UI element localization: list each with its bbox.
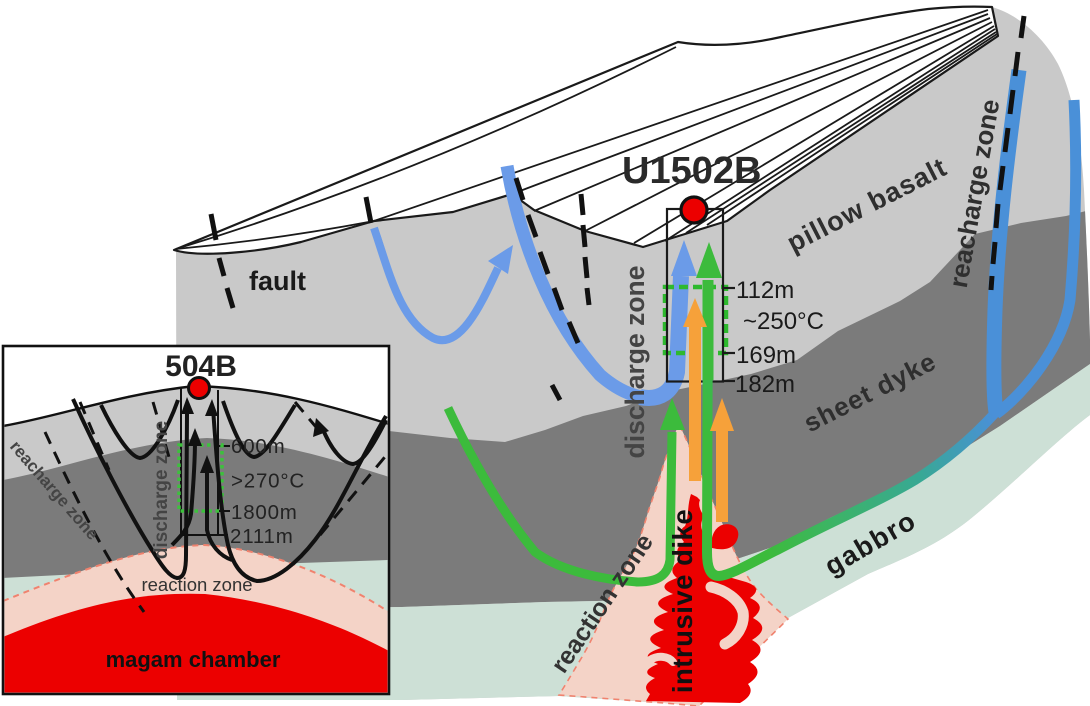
svg-text:discharge zone: discharge zone (620, 266, 650, 459)
svg-text:2111m: 2111m (230, 525, 294, 548)
svg-text:fault: fault (249, 266, 306, 296)
svg-text:112m: 112m (736, 277, 794, 304)
svg-text:reaction zone: reaction zone (141, 574, 252, 595)
svg-text:>270°C: >270°C (231, 470, 305, 493)
svg-text:169m: 169m (736, 342, 796, 369)
svg-text:U1502B: U1502B (622, 150, 761, 192)
svg-text:182m: 182m (735, 371, 795, 398)
svg-text:intrusive dike: intrusive dike (667, 509, 698, 693)
svg-text:magam chamber: magam chamber (106, 647, 281, 672)
svg-text:discharge zone: discharge zone (151, 421, 172, 559)
svg-text:1800m: 1800m (231, 501, 298, 524)
svg-text:~250°C: ~250°C (743, 308, 824, 335)
svg-text:600m: 600m (231, 435, 285, 458)
